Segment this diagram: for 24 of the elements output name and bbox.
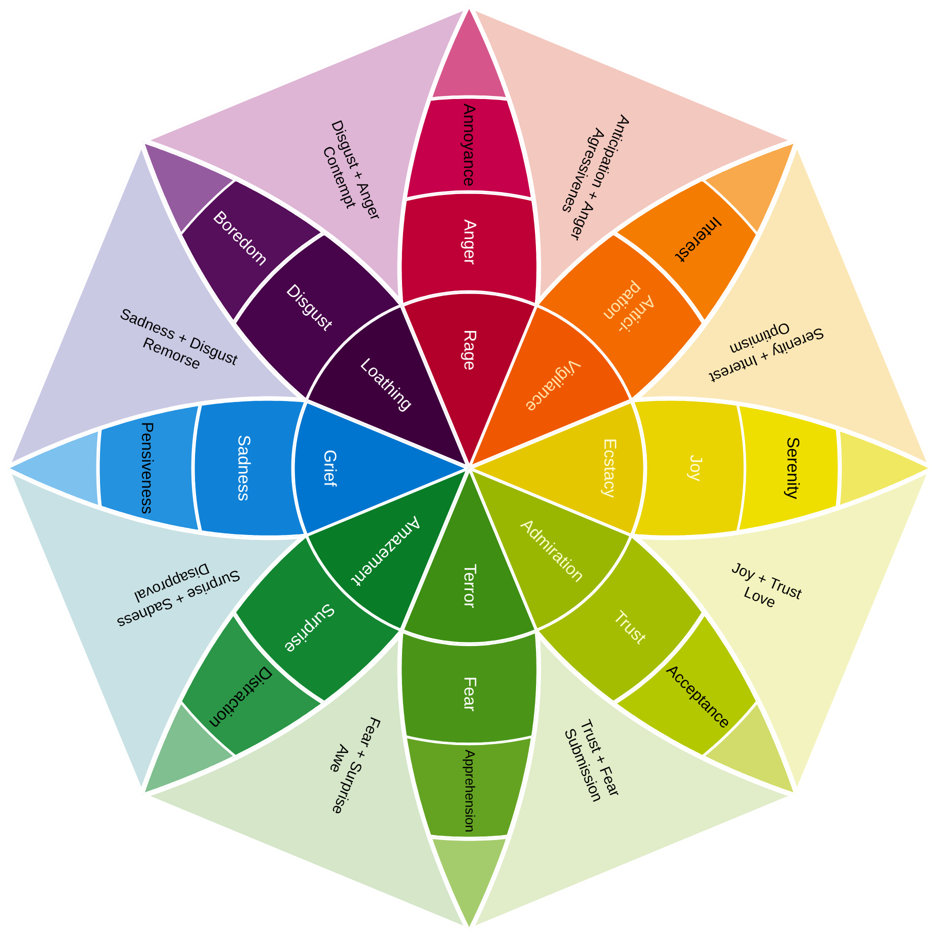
emotion-label: Joy (686, 454, 704, 482)
petal-tip (430, 836, 508, 931)
middle-emotion-segment (193, 398, 306, 538)
outer-emotion-segment (405, 97, 533, 200)
emotion-label: Rage (460, 330, 478, 370)
middle-emotion-segment (632, 398, 745, 538)
petal-tip (838, 428, 932, 508)
petal-tip (430, 5, 508, 100)
middle-emotion-segment (400, 192, 538, 306)
emotion-label: Ecstacy (600, 438, 618, 498)
outer-emotion-segment (98, 404, 200, 532)
outer-emotion-segment (405, 736, 533, 839)
emotion-label: Annoyance (460, 103, 478, 186)
outer-emotion-segment (737, 404, 840, 532)
emotion-label: Serenity (783, 436, 802, 500)
middle-emotion-segment (400, 630, 538, 744)
emotion-label: Grief (320, 450, 338, 486)
emotion-label: Terror (460, 564, 478, 608)
emotion-label: Apprehension (462, 750, 476, 833)
emotion-label: Sadness (234, 434, 252, 502)
emotion-label: Fear (460, 676, 478, 712)
emotion-label: Pensiveness (136, 422, 154, 514)
petal-tip (6, 428, 100, 508)
emotion-label: Anger (460, 219, 478, 265)
